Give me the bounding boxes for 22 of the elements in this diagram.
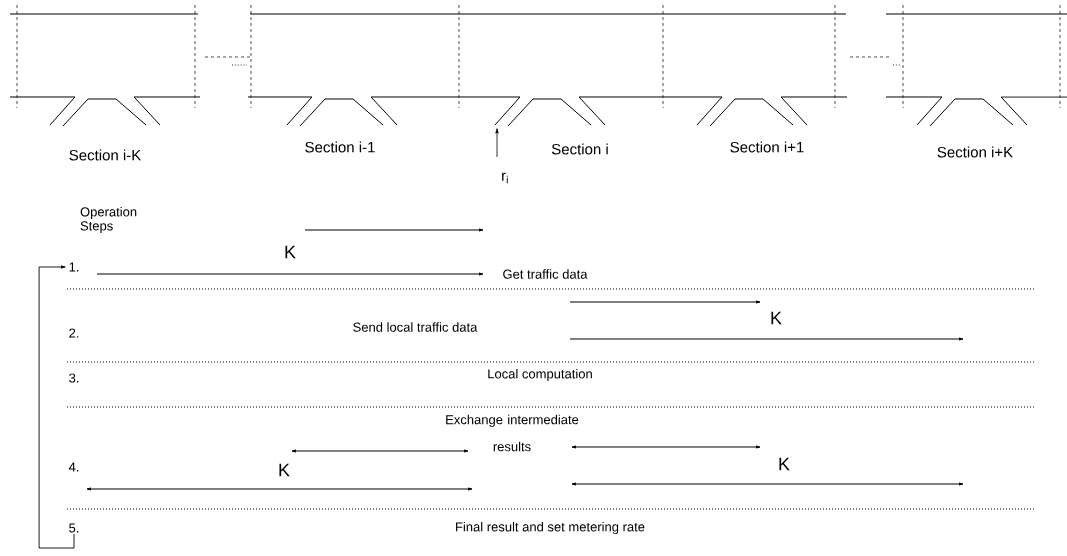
step-number: 5.	[69, 523, 79, 533]
step-label: Final result and set metering rate	[456, 521, 645, 535]
range-label: K	[771, 311, 782, 325]
step-label: 3.	[69, 373, 79, 383]
column-heading: Operation Steps	[80, 206, 137, 234]
section-label: Section i+K	[937, 146, 1013, 158]
section-label: Section i	[551, 143, 608, 155]
loop-arrow	[38, 265, 75, 549]
section-label: Section i-1	[305, 141, 375, 153]
step-label: 4.	[68, 462, 79, 472]
step-label: 2.	[69, 328, 79, 338]
step-label: Exchange intermediate results	[446, 414, 579, 452]
step-label: Send local traffic data	[353, 322, 478, 332]
ramp-label: r$_{i}$	[502, 172, 508, 184]
step-label: Get traffic data	[503, 269, 588, 279]
step-number: 1.	[69, 262, 79, 272]
range-label: K	[779, 457, 790, 471]
step-label: Local computation	[488, 368, 592, 382]
section-label: Section i+1	[730, 141, 804, 153]
range-label: K	[285, 245, 296, 259]
section-label: Section i-K	[69, 149, 142, 161]
range-label: K	[279, 463, 290, 477]
